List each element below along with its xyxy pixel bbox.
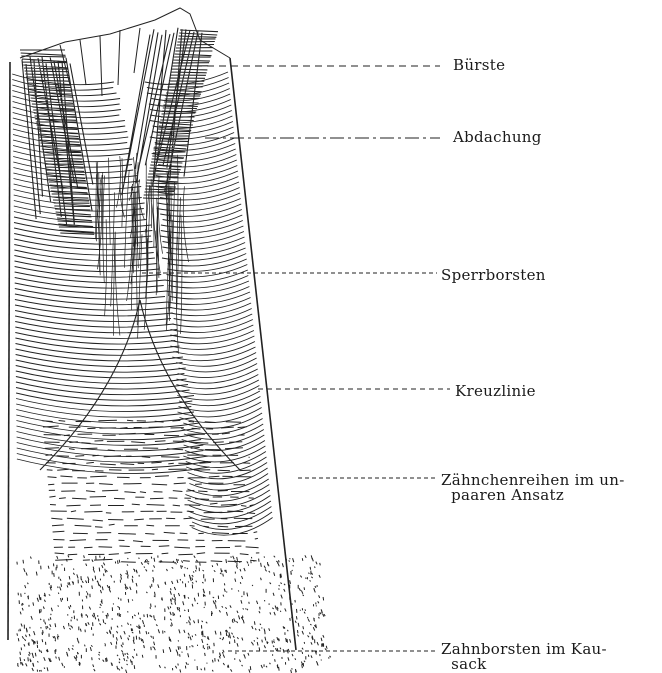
hatching-layer xyxy=(12,8,331,673)
left-outline xyxy=(8,62,10,640)
cross-line xyxy=(40,300,240,470)
tooth-rows xyxy=(42,420,259,562)
label-abdachung: Abdachung xyxy=(453,130,542,145)
leader-lines xyxy=(142,66,450,651)
label-buerste: Bürste xyxy=(453,58,505,73)
label-zahnborsten: Zahnborsten im Kau- sack xyxy=(441,642,607,672)
bristle-stipple xyxy=(17,555,331,673)
label-zaehnchenreihen: Zähnchenreihen im un- paaren Ansatz xyxy=(441,473,625,503)
label-sperrborsten: Sperrborsten xyxy=(441,268,546,283)
left-brush-block xyxy=(20,50,94,234)
label-kreuzlinie: Kreuzlinie xyxy=(455,384,536,399)
